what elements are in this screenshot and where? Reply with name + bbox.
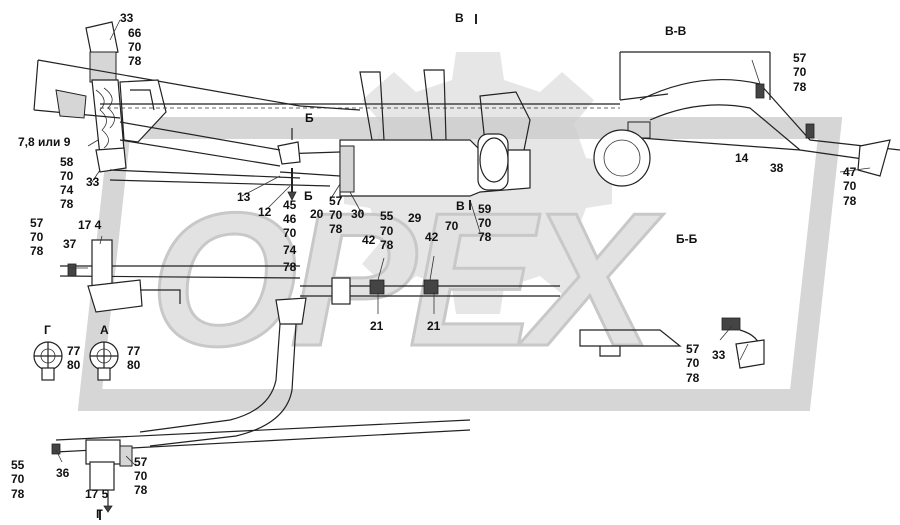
callout-70-b2: 70 bbox=[134, 469, 148, 483]
callout-57-r: 57 bbox=[793, 51, 807, 65]
upper-left-pipe-assembly bbox=[33, 21, 361, 173]
callout-70-bb: 70 bbox=[686, 356, 700, 370]
callout-47: 47 bbox=[843, 165, 857, 179]
callout-78-m5: 78 bbox=[478, 230, 492, 244]
watermark-text: OPEX bbox=[150, 174, 664, 386]
callout-12: 12 bbox=[258, 205, 272, 219]
callout-42-b: 42 bbox=[425, 230, 439, 244]
callout-55-b: 55 bbox=[11, 458, 25, 472]
callout-78-m2: 78 bbox=[329, 222, 343, 236]
section-label-v: В bbox=[455, 11, 464, 25]
callout-78-top: 78 bbox=[128, 54, 142, 68]
callout-66-top: 66 bbox=[128, 26, 142, 40]
callout-13: 13 bbox=[237, 190, 251, 204]
section-label-g: Г bbox=[44, 323, 51, 337]
section-label-v-lower: В bbox=[456, 199, 465, 213]
callout-78-b2: 78 bbox=[134, 483, 148, 497]
callout-70-m4: 70 bbox=[445, 219, 459, 233]
muffler bbox=[109, 121, 531, 197]
callout-7-8-9: 7,8 или 9 bbox=[18, 135, 71, 149]
leader-lines bbox=[55, 19, 871, 467]
callout-78-m3: 78 bbox=[380, 238, 394, 252]
section-label-bb: Б-Б bbox=[676, 232, 698, 246]
callout-33-l1: 33 bbox=[86, 175, 100, 189]
callout-78-m1: 78 bbox=[283, 260, 297, 274]
section-label-vv: В-В bbox=[665, 24, 687, 38]
labels: В В-В Б Б В Б-Б Г А Г 33 66 70 78 7,8 ил… bbox=[11, 11, 857, 521]
callout-78-l1: 78 bbox=[60, 197, 74, 211]
callout-20: 20 bbox=[310, 207, 324, 221]
callout-78-r2: 78 bbox=[843, 194, 857, 208]
callout-70-l1: 70 bbox=[60, 169, 74, 183]
callout-57-m: 57 bbox=[329, 194, 343, 208]
section-label-b: Б bbox=[305, 111, 314, 125]
callout-21-a: 21 bbox=[370, 319, 384, 333]
callout-77-a: 77 bbox=[127, 344, 141, 358]
callout-46: 46 bbox=[283, 212, 297, 226]
callout-80-a: 80 bbox=[127, 358, 141, 372]
callout-70-m1: 70 bbox=[283, 226, 297, 240]
callout-37: 37 bbox=[63, 237, 77, 251]
callout-55-m: 55 bbox=[380, 209, 394, 223]
callout-80-g: 80 bbox=[67, 358, 81, 372]
callout-70-m2: 70 bbox=[329, 208, 343, 222]
callout-21-b: 21 bbox=[427, 319, 441, 333]
callout-70-m3: 70 bbox=[380, 224, 394, 238]
callout-78-b1: 78 bbox=[11, 487, 25, 501]
callout-70-top: 70 bbox=[128, 40, 142, 54]
section-label-b-lower: Б bbox=[304, 189, 313, 203]
callout-59: 59 bbox=[478, 202, 492, 216]
callout-70-b1: 70 bbox=[11, 472, 25, 486]
callout-70-l2: 70 bbox=[30, 230, 44, 244]
callout-70-r1: 70 bbox=[793, 65, 807, 79]
callout-29: 29 bbox=[408, 211, 422, 225]
section-label-a: А bbox=[100, 323, 109, 337]
callout-57-b: 57 bbox=[134, 455, 148, 469]
section-label-g-lower: Г bbox=[96, 507, 103, 521]
callout-36: 36 bbox=[56, 466, 70, 480]
section-b-mark bbox=[287, 128, 297, 201]
middle-pipe-runs bbox=[59, 239, 765, 447]
callout-14: 14 bbox=[735, 151, 749, 165]
section-vv-view bbox=[593, 51, 900, 187]
callout-77-g: 77 bbox=[67, 344, 81, 358]
callout-70-r2: 70 bbox=[843, 179, 857, 193]
callout-17-4: 17 4 bbox=[78, 218, 102, 232]
callout-57-bb: 57 bbox=[686, 342, 700, 356]
callout-78-r1: 78 bbox=[793, 80, 807, 94]
callout-78-l2: 78 bbox=[30, 244, 44, 258]
callout-42-a: 42 bbox=[362, 233, 376, 247]
callout-78-bb: 78 bbox=[686, 371, 700, 385]
callout-57-l: 57 bbox=[30, 216, 44, 230]
detail-views bbox=[33, 341, 119, 381]
frame-beam bbox=[100, 69, 620, 153]
callout-17-5: 17 5 bbox=[85, 487, 109, 501]
lower-assembly bbox=[51, 419, 471, 513]
callout-33-top: 33 bbox=[120, 11, 134, 25]
callout-74-m1: 74 bbox=[283, 243, 297, 257]
callout-74-l1: 74 bbox=[60, 183, 74, 197]
callout-45: 45 bbox=[283, 198, 297, 212]
callout-58: 58 bbox=[60, 155, 74, 169]
callout-38: 38 bbox=[770, 161, 784, 175]
callout-30: 30 bbox=[351, 207, 365, 221]
callout-33-bb: 33 bbox=[712, 348, 726, 362]
section-markers bbox=[99, 14, 477, 520]
callout-70-m5: 70 bbox=[478, 216, 492, 230]
